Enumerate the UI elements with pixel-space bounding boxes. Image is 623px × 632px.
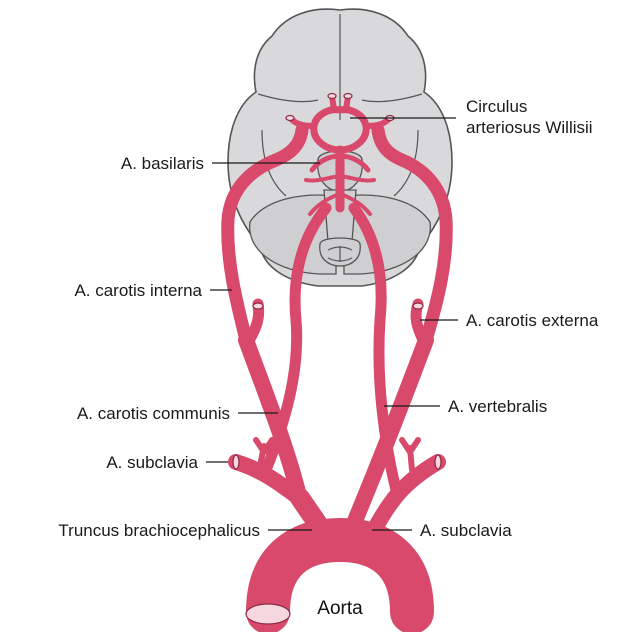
carotis-externa-right-stump: [253, 303, 263, 309]
subclavia-left-stump: [435, 455, 441, 469]
carotis-externa-right-vessel: [248, 304, 259, 342]
label-carotis-interna: A. carotis interna: [74, 281, 202, 300]
anterior-cerebral-left-stump: [328, 94, 336, 99]
label-vertebralis: A. vertebralis: [448, 397, 547, 416]
subclavia-right-stump: [233, 455, 239, 469]
label-aorta: Aorta: [317, 598, 363, 619]
label-truncus: Truncus brachiocephalicus: [58, 521, 260, 540]
label-subclavia-left: A. subclavia: [106, 453, 198, 472]
carotis-externa-left-vessel: [416, 304, 424, 342]
carotis-externa-left-stump: [413, 303, 423, 309]
thyrocervical-branch-left: [402, 440, 418, 470]
middle-cerebral-left-stump: [286, 116, 294, 121]
label-subclavia-right: A. subclavia: [420, 521, 512, 540]
label-circulus-line2: arteriosus Willisii: [466, 118, 593, 137]
arterial-tree: [228, 94, 447, 625]
label-circulus-line1: Circulus: [466, 97, 527, 116]
label-carotis-externa: A. carotis externa: [466, 311, 599, 330]
anterior-cerebral-right-stump: [344, 94, 352, 99]
label-carotis-communis: A. carotis communis: [77, 404, 230, 423]
aorta-ascending-lumen: [246, 604, 290, 624]
label-basilaris: A. basilaris: [121, 154, 204, 173]
